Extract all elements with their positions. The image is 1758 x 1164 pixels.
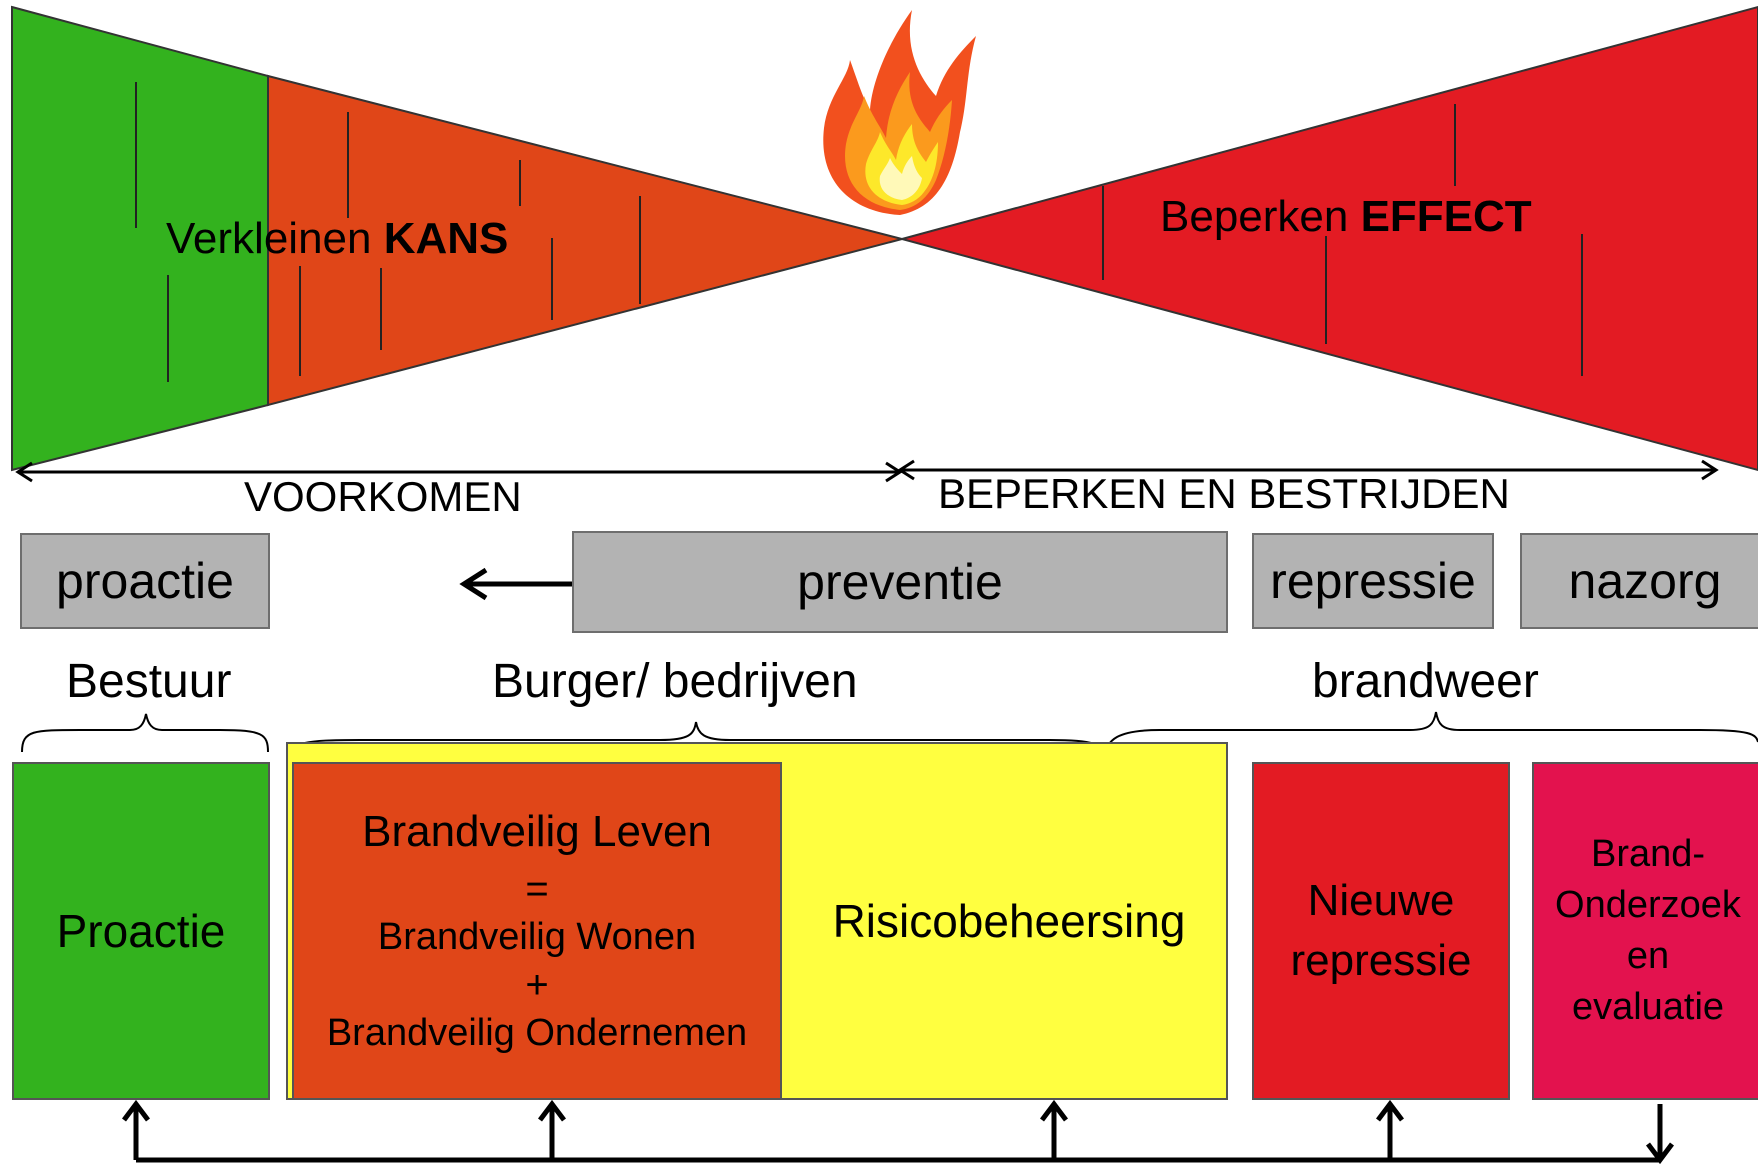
box-proactie: Proactie <box>12 762 270 1100</box>
phase-preventie: preventie <box>572 531 1228 633</box>
phase-repressie: repressie <box>1252 533 1494 629</box>
effect-red-zone <box>898 5 1758 472</box>
nazorg-line-4: evaluatie <box>1571 986 1725 1028</box>
nazorg-line-3: en <box>1626 935 1670 977</box>
actor-brandweer: brandweer <box>1312 655 1539 708</box>
kans-label-bold: KANS <box>383 214 509 263</box>
brandveilig-eq: = <box>525 867 549 911</box>
braces <box>21 711 1758 759</box>
brace-bestuur <box>21 713 269 753</box>
box-nieuwe-repressie: Nieuwe repressie <box>1252 762 1510 1100</box>
brace-burger <box>291 721 1105 759</box>
box-risico-label: Risicobeheersing <box>832 895 1186 947</box>
effect-label: Beperken EFFECT <box>1160 195 1532 239</box>
kans-orange-zone <box>267 74 906 407</box>
repressie-line-2: repressie <box>1290 936 1472 985</box>
phase-proactie: proactie <box>20 533 270 629</box>
brandveilig-plus: + <box>525 963 549 1007</box>
box-brandonderzoek: Brand- Onderzoek en evaluatie <box>1532 762 1758 1100</box>
voorkomen-label: VOORKOMEN <box>244 473 522 520</box>
nazorg-line-2: Onderzoek <box>1555 884 1741 926</box>
actor-burger-bedrijven: Burger/ bedrijven <box>492 655 858 708</box>
brandveilig-ondernemen: Brandveilig Ondernemen <box>326 1012 748 1054</box>
brace-brandweer <box>1103 711 1758 757</box>
actor-bestuur: Bestuur <box>66 655 232 708</box>
repressie-line-1: Nieuwe <box>1307 876 1455 925</box>
feedback-loop <box>122 1099 1674 1164</box>
brandveilig-title: Brandveilig Leven <box>362 807 712 856</box>
box-proactie-label: Proactie <box>56 905 226 957</box>
nazorg-line-1: Brand- <box>1590 833 1706 875</box>
brandveilig-wonen: Brandveilig Wonen <box>377 916 697 958</box>
effect-label-bold: EFFECT <box>1360 192 1532 241</box>
preventie-to-proactie-arrow <box>459 567 574 601</box>
beperken-bestrijden-label: BEPERKEN EN BESTRIJDEN <box>938 470 1510 517</box>
voorkomen-arrow <box>15 461 903 483</box>
hatch-lines <box>135 82 1583 382</box>
kans-label: Verkleinen KANS <box>166 217 508 261</box>
beperken-arrow <box>897 459 1719 481</box>
box-brandveilig-leven: Brandveilig Leven = Brandveilig Wonen + … <box>292 762 782 1100</box>
kans-label-plain: Verkleinen <box>166 214 384 263</box>
fire-icon <box>823 10 976 215</box>
phase-nazorg: nazorg <box>1520 533 1758 629</box>
effect-label-plain: Beperken <box>1160 192 1361 241</box>
